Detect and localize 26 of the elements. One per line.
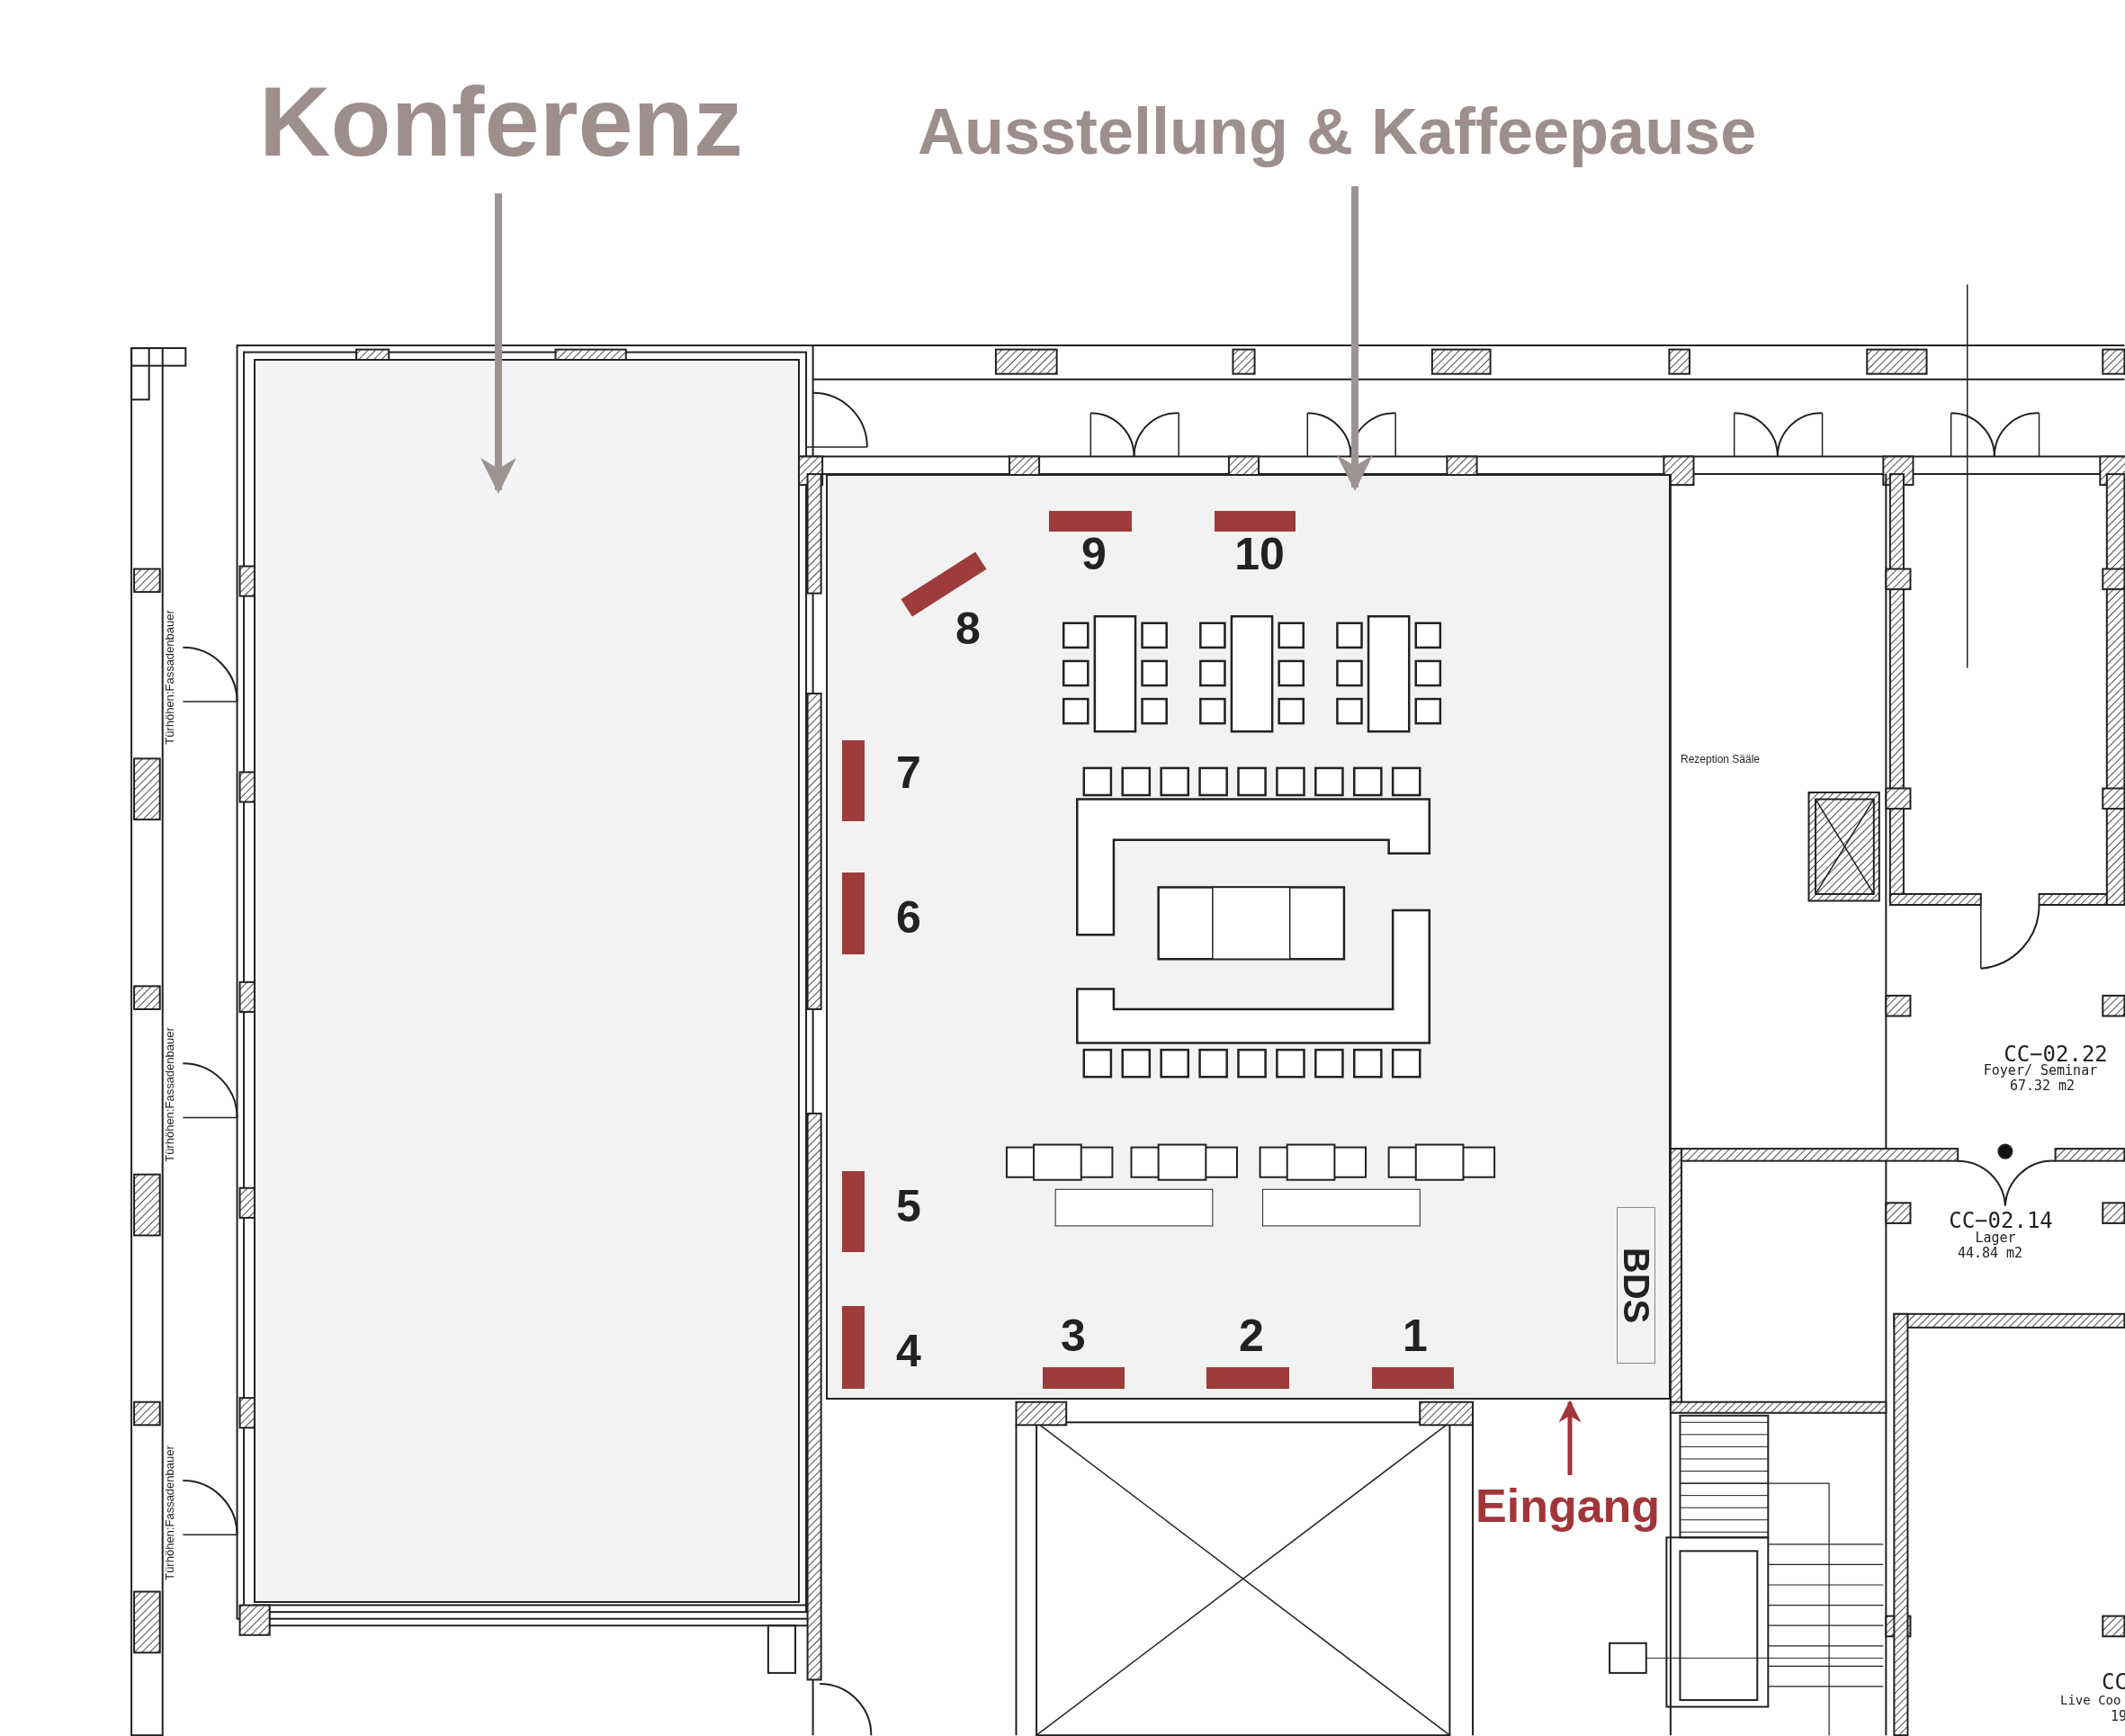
room-area: [254, 359, 800, 1603]
booth-number: 2: [1239, 1313, 1264, 1358]
booth-number: 4: [896, 1329, 921, 1374]
booth-number: 8: [955, 606, 981, 651]
booth-number: 1: [1403, 1313, 1428, 1358]
booth-number: 6: [896, 895, 921, 940]
room-area-value: 67.32 m2: [2009, 1078, 2076, 1093]
vertical-note: Türhöhen:Fassadenbauer: [163, 1027, 175, 1162]
room-number: CC−02.14: [1949, 1210, 2053, 1231]
arrow: [1558, 1400, 1582, 1475]
area-heading: Konferenz: [259, 72, 743, 171]
room-number: CC−02.22: [2004, 1043, 2108, 1065]
room-name: Foyer/ Seminar: [1983, 1063, 2098, 1078]
room-name: Live Coo: [2060, 1694, 2121, 1706]
room-name: Lager: [1975, 1230, 2016, 1245]
booth-number: 10: [1234, 532, 1285, 577]
booth-number: 5: [896, 1184, 921, 1229]
booth-number: 9: [1081, 532, 1107, 577]
room-area-value: 44.84 m2: [1957, 1246, 2023, 1260]
room-label: Rezeption Sääle: [1680, 754, 1761, 765]
vertical-note: Türhöhen:Fassadenbauer: [163, 1445, 175, 1580]
vertical-note: Türhöhen:Fassadenbauer: [163, 610, 175, 745]
area-label: BDS: [1618, 1247, 1654, 1324]
label-box: [1617, 1207, 1655, 1364]
booth-number: 3: [1061, 1313, 1086, 1358]
booth-number: 7: [896, 750, 921, 795]
